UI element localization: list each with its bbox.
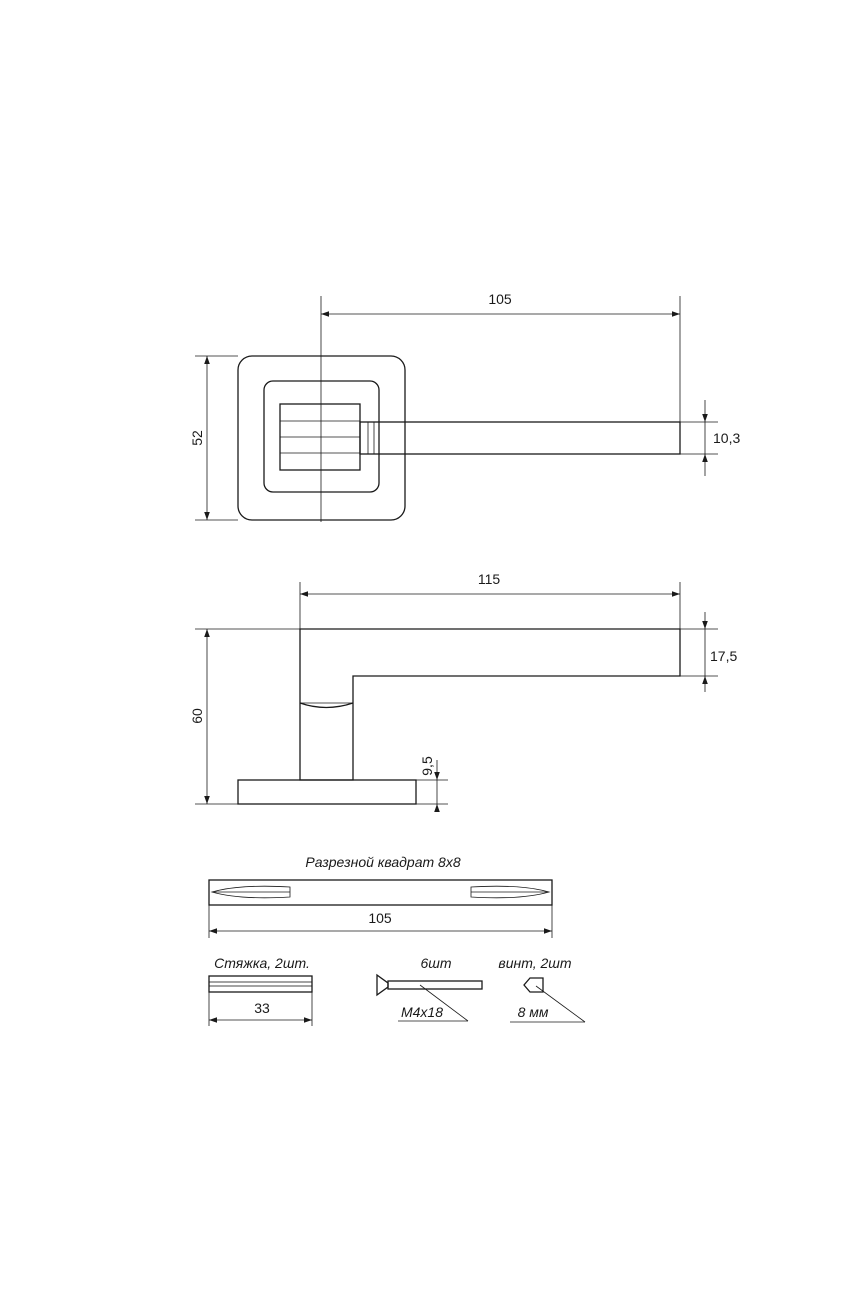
tie-title: Стяжка, 2шт. (214, 955, 310, 971)
spindle-body (208, 879, 553, 906)
bolt-shank (387, 980, 483, 990)
lever-side (299, 628, 681, 781)
dim-10-3: 10,3 (713, 430, 740, 446)
rosette-inner (263, 380, 380, 493)
grub-title: винт, 2шт (498, 955, 571, 971)
dim-9-5: 9,5 (419, 756, 435, 776)
spindle-title: Разрезной квадрат 8x8 (305, 854, 460, 870)
lever-top (359, 421, 681, 455)
grub-size: 8 мм (518, 1004, 549, 1020)
dim-115: 115 (478, 571, 501, 587)
top-view: 105 52 10,3 (189, 291, 740, 522)
dim-spindle-105: 105 (368, 910, 392, 926)
dim-105: 105 (488, 291, 512, 307)
base-plate (237, 779, 417, 805)
dim-tie-33: 33 (254, 1000, 270, 1016)
bolt-size: М4х18 (401, 1004, 443, 1020)
rosette-outer (237, 355, 406, 521)
dim-17-5: 17,5 (710, 648, 737, 664)
bolt-title: 6шт (420, 955, 451, 971)
accessories: Стяжка, 2шт. 33 6шт М4х18 винт, 2шт 8 мм (208, 955, 586, 1026)
bolt-head (376, 973, 389, 997)
grub-screw (523, 977, 544, 993)
tie-rod (208, 975, 313, 993)
spindle: Разрезной квадрат 8x8 105 (208, 854, 553, 938)
dim-60: 60 (189, 708, 205, 724)
dim-52: 52 (189, 430, 205, 446)
side-view: 115 60 17,5 9,5 (189, 571, 737, 812)
